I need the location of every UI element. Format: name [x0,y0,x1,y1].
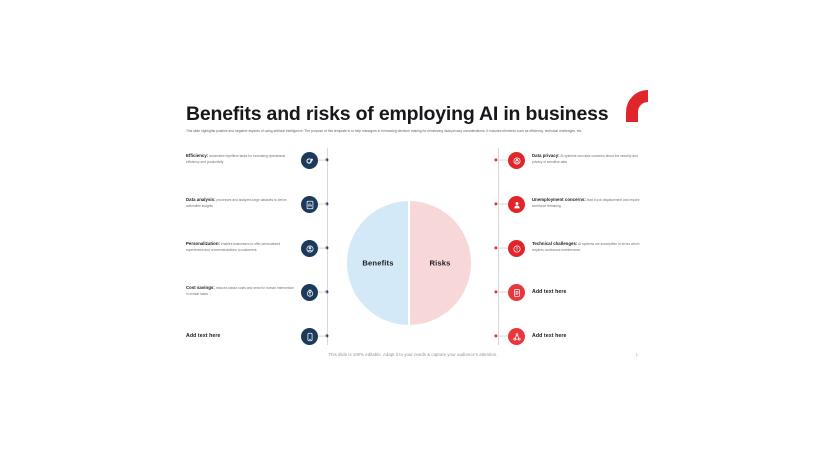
risk-text-data-privacy: Data privacy: AI systems can raise conce… [532,153,640,164]
left-spoke-4 [309,291,327,293]
benefit-term: Cost savings: [186,285,215,290]
network-icon [508,328,525,345]
left-spoke-1 [309,159,327,161]
footer-note: This slide is 100% editable. Adapt it to… [328,352,498,357]
warning-gear-icon [508,240,525,257]
chart-document-icon [301,196,318,213]
benefit-placeholder-label[interactable]: Add text here [186,333,221,339]
right-connector-rail [498,148,499,345]
benefit-text-data-analysis: Data analysis: processes and analyzes la… [186,197,294,208]
left-spoke-3 [309,247,327,249]
risk-body: AI systems are susceptible to errors whi… [532,242,640,252]
risk-term: Unemployment concerns: [532,197,586,202]
benefit-term: Data analysis: [186,197,216,202]
left-spoke-5 [309,335,327,337]
left-node-4 [325,290,329,294]
clipboard-icon [508,284,525,301]
venn-diagram: Benefits Risks [347,201,471,325]
benefit-body: automates repetitive tasks for increasin… [186,154,285,164]
benefit-term: Efficiency: [186,153,209,158]
venn-divider [408,201,410,325]
risk-term: Data privacy: [532,153,560,158]
left-node-3 [325,246,329,250]
benefit-term: Personalization: [186,241,220,246]
left-node-5 [325,334,329,338]
left-spoke-2 [309,203,327,205]
mobile-device-icon [301,328,318,345]
risk-text-technical-challenges: Technical challenges: AI systems are sus… [532,241,640,252]
risk-placeholder-label-2[interactable]: Add text here [532,333,567,339]
right-node-5 [494,334,498,338]
page-subtitle: This slide highlights positive and negat… [186,129,583,133]
risk-term: Technical challenges: [532,241,578,246]
benefit-body: reduces labour costs and need for human … [186,286,294,296]
risks-label: Risks [429,258,451,268]
risk-text-unemployment: Unemployment concerns: lead to job displ… [532,197,640,208]
benefit-text-efficiency: Efficiency: automates repetitive tasks f… [186,153,294,164]
left-node-2 [325,202,329,206]
benefit-text-personalization: Personalization: enables businesses to o… [186,241,294,252]
risk-body: lead to job displacement and require wor… [532,198,640,208]
slide-canvas: Benefits and risks of employing AI in bu… [178,88,648,363]
gear-efficiency-icon [301,152,318,169]
risk-body: AI systems can raise concerns about the … [532,154,638,164]
left-node-1 [325,158,329,162]
benefits-label: Benefits [362,258,394,268]
right-node-4 [494,290,498,294]
privacy-lock-icon [508,152,525,169]
right-node-1 [494,158,498,162]
cost-savings-icon [301,284,318,301]
personalization-icon [301,240,318,257]
person-icon [508,196,525,213]
page-number: 1 [635,352,638,357]
benefit-body: enables businesses to offer personalized… [186,242,281,252]
benefit-text-cost-savings: Cost savings: reduces labour costs and n… [186,285,294,296]
benefit-body: processes and analyzes large datasets to… [186,198,287,208]
right-node-2 [494,202,498,206]
right-node-3 [494,246,498,250]
risk-placeholder-label-1[interactable]: Add text here [532,289,567,295]
page-title: Benefits and risks of employing AI in bu… [186,103,609,125]
corner-arc-decoration [606,88,648,122]
